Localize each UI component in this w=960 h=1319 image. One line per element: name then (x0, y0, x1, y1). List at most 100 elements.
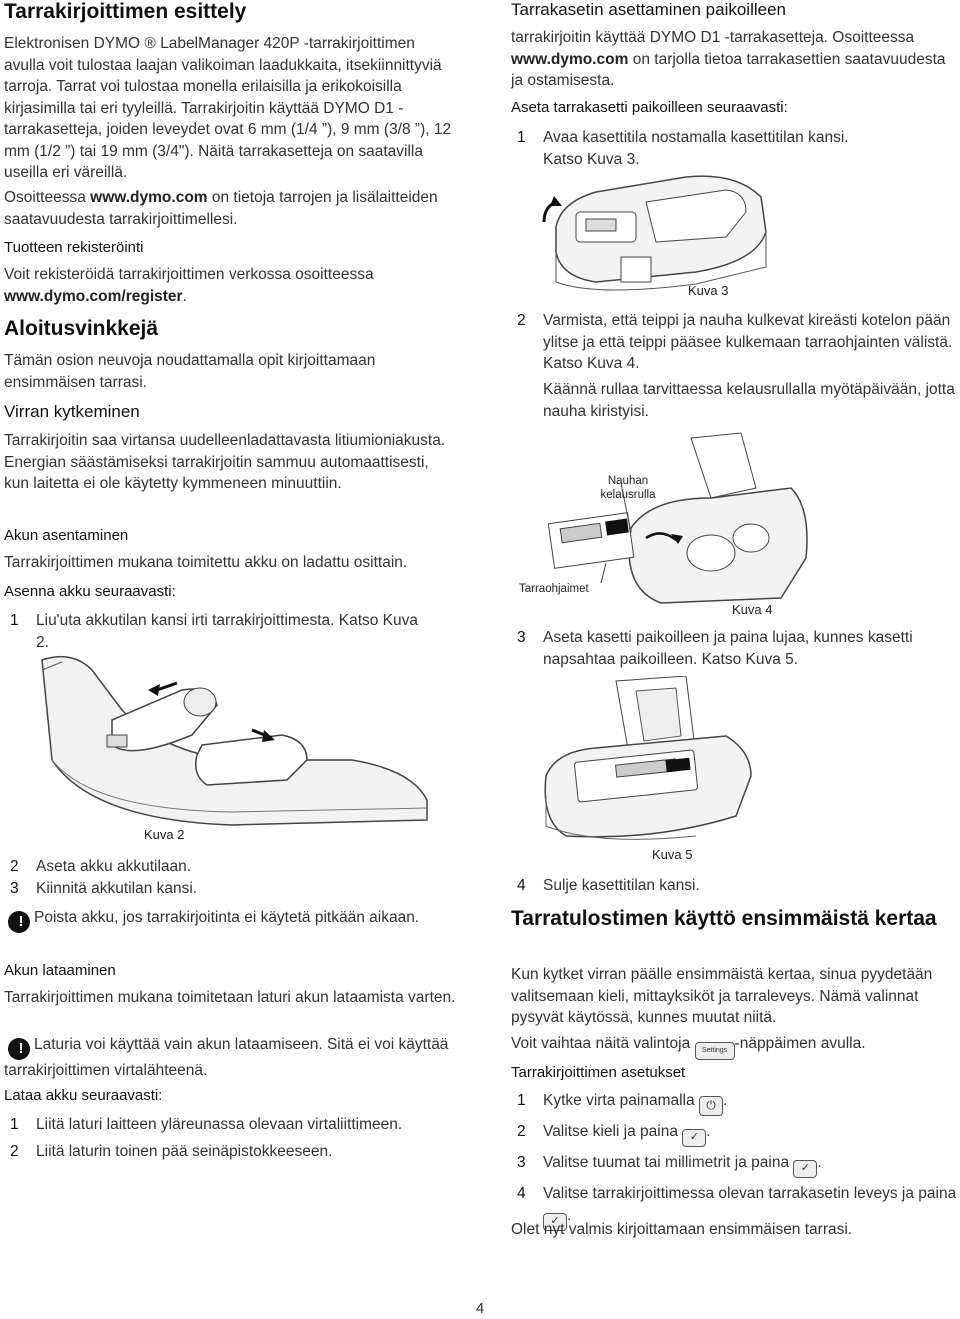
charging-paragraph: Tarrakirjoittimen mukana toimitetaan lat… (4, 989, 456, 1006)
step-number: 1 (10, 1116, 19, 1133)
figure-5-cassette-inserted-illustration (536, 675, 776, 866)
step-number: 4 (517, 877, 526, 894)
battery-steps-list: 1 Liu'uta akkutilan kansi irti tarrakirjo… (10, 610, 430, 653)
figure-3-caption: Kuva 3 (688, 283, 729, 298)
figure-2-battery-illustration: Kuva 2 (32, 650, 432, 850)
step-number: 3 (517, 1154, 526, 1171)
dymo-link[interactable]: www.dymo.com (511, 50, 629, 68)
cassette-heading: Tarrakasetin asettaminen paikoilleen (511, 0, 786, 19)
label-guides-label: Tarraohjaimet (519, 583, 589, 595)
power-paragraph: Tarrakirjoitin saa virtansa uudelleenlad… (4, 432, 446, 492)
step-number: 4 (517, 1185, 526, 1202)
step-text: Liitä laturin toinen pää seinäpistokkees… (36, 1142, 333, 1160)
step-text: Kytke virta painamalla (543, 1092, 695, 1109)
charge-steps-heading: Lataa akku seuraavasti: (4, 1087, 163, 1104)
list-item: 1 Liu'uta akkutilan kansi irti tarrakirjo… (10, 610, 430, 653)
cassette-paragraph: tarrakirjoitin käyttää DYMO D1 -tarrakas… (511, 27, 956, 92)
step-text: Aseta kasetti paikoilleen ja paina lujaa… (543, 629, 913, 668)
figure-3-open-lid-illustration: Kuva 3 (536, 172, 796, 307)
text: Voit vaihtaa näitä valintoja (511, 1035, 695, 1052)
dymo-link[interactable]: www.dymo.com (90, 189, 208, 206)
text: tarrakirjoitin käyttää DYMO D1 -tarrakas… (511, 29, 915, 46)
text: -näppäimen avulla. (734, 1035, 866, 1052)
labelmaker-open-lid-drawing (542, 175, 767, 291)
list-item: 2 Liitä laturin toinen pää seinäpistokkee… (10, 1141, 450, 1163)
spool-label: Nauhan kelausrulla (600, 475, 656, 501)
text: . (182, 287, 187, 305)
ok-key-icon: ✓ (793, 1160, 818, 1178)
settings-key-icon: Settings (694, 1042, 735, 1060)
registration-paragraph: Voit rekisteröidä tarrakirjoittimen verk… (4, 264, 456, 307)
step-number: 1 (517, 1092, 526, 1109)
tips-paragraph: Tämän osion neuvoja noudattamalla opit k… (4, 352, 376, 391)
step-text: Valitse kieli ja paina (543, 1123, 678, 1140)
first-use-heading: Tarratulostimen käyttö ensimmäistä kerta… (511, 907, 937, 930)
intro-link-paragraph: Osoitteessa www.dymo.com on tietoja tarr… (4, 187, 456, 230)
battery-warning: !Poista akku, jos tarrakirjoitinta ei kä… (4, 907, 444, 933)
text: on tietoja tarrojen ja lisälaitteiden sa… (4, 189, 438, 228)
step-number: 2 (10, 858, 19, 875)
step-number: 2 (10, 1142, 19, 1160)
settings-paragraph: Voit vaihtaa näitä valintoja Settings-nä… (511, 1033, 956, 1060)
step-number: 1 (517, 129, 526, 146)
step-text: Valitse tuumat tai millimetrit ja paina (543, 1154, 790, 1171)
step-text: Sulje kasettitilan kansi. (543, 877, 700, 894)
step-text: Liu'uta akkutilan kansi irti tarrakirjoi… (36, 612, 419, 651)
first-use-paragraph: Kun kytket virran päälle ensimmäistä ker… (511, 966, 933, 1026)
power-key-icon: ⏻ (698, 1096, 723, 1116)
setup-heading: Tarrakirjoittimen asetukset (511, 1064, 686, 1081)
battery-heading: Akun asentaminen (4, 527, 129, 544)
warning-text: Poista akku, jos tarrakirjoitinta ei käy… (34, 909, 420, 926)
cassette-inserted-drawing (544, 675, 752, 840)
tips-heading: Aloitusvinkkejä (4, 317, 159, 340)
battery-compartment-drawing (41, 655, 428, 826)
page-number: 4 (475, 1300, 485, 1317)
figure-4-caption: Kuva 4 (732, 602, 773, 617)
text: Voit rekisteröidä tarrakirjoittimen verk… (4, 266, 374, 283)
step-text: Kiinnitä akkutilan kansi. (36, 879, 198, 897)
ready-paragraph: Olet nyt valmis kirjoittamaan ensimmäise… (511, 1221, 853, 1238)
list-item: 3 Kiinnitä akkutilan kansi. (10, 878, 430, 900)
step-number: 2 (517, 312, 526, 329)
registration-heading: Tuotteen rekisteröinti (4, 239, 144, 256)
warning-icon: ! (8, 911, 30, 933)
text: on tarjolla tietoa tarrakasettien saatav… (511, 50, 946, 90)
charger-warning: !Laturia voi käyttää vain akun lataamise… (4, 1034, 456, 1082)
cassette-path-drawing (547, 432, 808, 604)
figure-2-caption: Kuva 2 (144, 827, 185, 842)
cassette-steps-list-4: 4 Sulje kasettitilan kansi. (517, 875, 957, 897)
rewind-tip: Käännä rullaa tarvittaessa kelausrullall… (543, 381, 955, 420)
battery-paragraph: Tarrakirjoittimen mukana toimitettu akku… (4, 554, 408, 571)
figure-4-cassette-path-illustration: Nauhan kelausrulla Tarraohjaimet Kuva 4 (511, 428, 811, 618)
ok-key-icon: ✓ (543, 1212, 567, 1231)
charge-steps-list: 1 Liitä laturi laitteen yläreunassa oleva… (10, 1114, 450, 1162)
step-text: Liitä laturi laitteen yläreunassa olevaa… (36, 1116, 403, 1133)
text: Osoitteessa (4, 189, 91, 206)
step-text: Valitse tarrakirjoittimessa olevan tarra… (543, 1185, 957, 1202)
list-item: 1 Liitä laturi laitteen yläreunassa oleva… (10, 1114, 450, 1136)
register-link[interactable]: www.dymo.com/register (4, 287, 183, 305)
list-item: 3 Valitse tuumat tai millimetrit ja paina… (517, 1152, 957, 1178)
ok-key-icon: ✓ (682, 1129, 707, 1147)
cassette-steps-heading: Aseta tarrakasetti paikoilleen seuraavas… (511, 99, 788, 116)
step-number: 3 (10, 879, 19, 897)
warning-icon: ! (8, 1038, 30, 1060)
intro-paragraph: Elektronisen DYMO ® LabelManager 420P -t… (4, 35, 452, 181)
figure-5-caption: Kuva 5 (652, 847, 693, 862)
charging-heading: Akun lataaminen (4, 962, 116, 979)
list-item: 4 Sulje kasettitilan kansi. (517, 875, 957, 897)
step-number: 2 (517, 1123, 526, 1140)
warning-text: Laturia voi käyttää vain akun lataamisee… (4, 1036, 449, 1079)
power-heading: Virran kytkeminen (4, 402, 140, 421)
step-number: 1 (10, 612, 19, 629)
